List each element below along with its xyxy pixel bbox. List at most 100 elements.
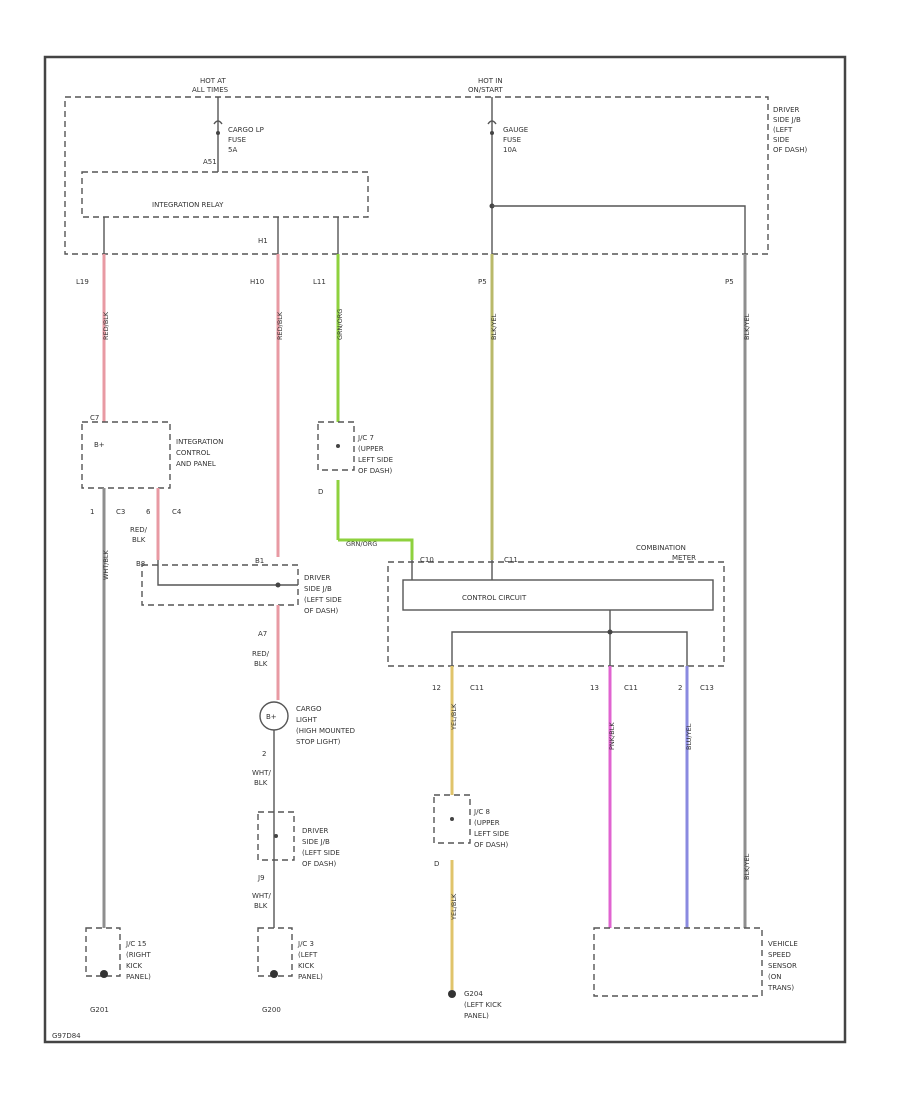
vss-3: SENSOR [768, 962, 797, 970]
hot-in-on-start-1: HOT IN [478, 77, 503, 85]
cargo-fuse-1: CARGO LP [228, 126, 264, 134]
meter-pin-12: 12 [432, 684, 441, 692]
wire-label-5: BLK/YEL [743, 313, 751, 340]
cargo-fuse-dot-icon [216, 131, 220, 135]
wire-label-12: YEL/BLK [450, 893, 458, 921]
gauge-fuse-1: GAUGE [503, 126, 528, 134]
red-blk-a-2: BLK [132, 536, 146, 544]
combination-meter-box [387, 561, 725, 667]
driver-jb-mid-2: SIDE J/B [304, 585, 332, 593]
driver-jb-top-4: SIDE [773, 136, 789, 144]
jc8-2: (UPPER [474, 819, 500, 827]
wire-label-1: RED/BLK [102, 311, 110, 340]
jc3-4: PANEL) [298, 973, 323, 981]
vss-4: (ON [768, 973, 781, 981]
g200-label: G200 [262, 1006, 281, 1014]
jc8-1: J/C 8 [473, 808, 490, 816]
driver-jb-mid-box [141, 564, 299, 606]
pin-l19: L19 [76, 278, 89, 286]
gauge-fuse-3: 10A [503, 146, 517, 154]
integration-panel-3: AND PANEL [176, 460, 216, 468]
driver-jb-top-3: (LEFT [773, 126, 793, 134]
footer-code: G97D84 [52, 1032, 81, 1040]
jc3-box [257, 927, 293, 977]
driver-jb-mid-1: DRIVER [304, 574, 331, 582]
driver-jb-top-box [64, 96, 769, 255]
pin-c11: C11 [504, 556, 518, 564]
gauge-fuse-icon [487, 120, 497, 125]
meter-internal-bus [451, 631, 688, 666]
meter-pin-2: 2 [678, 684, 682, 692]
vss-2: SPEED [768, 951, 791, 959]
jc7-2: (UPPER [358, 445, 384, 453]
jb-bottom-4: OF DASH) [302, 860, 337, 868]
panel-pin-c4: C4 [172, 508, 182, 516]
meter-splice-icon [607, 629, 613, 635]
gauge-fuse-dot-icon [490, 131, 494, 135]
hot-at-all-times-1: HOT AT [200, 77, 227, 85]
jc7-4: OF DASH) [358, 467, 393, 475]
gauge-fuse-2: FUSE [503, 136, 521, 144]
p5-branch-line [492, 205, 746, 254]
outer-frame [43, 55, 847, 1044]
jb-bottom-box [257, 811, 295, 861]
jc15-2: (RIGHT [126, 951, 151, 959]
ground-g200-icon [270, 970, 278, 978]
vss-box [593, 927, 763, 997]
jc15-box [85, 927, 121, 977]
pin-a7: A7 [258, 630, 267, 638]
wht-blk-a-2: BLK [254, 779, 268, 787]
wire-label-4: BLK/YEL [490, 313, 498, 340]
control-circuit-label: CONTROL CIRCUIT [462, 594, 527, 602]
panel-pin-1: 1 [90, 508, 94, 516]
wire-label-6: GRN/ORG [346, 540, 377, 548]
jc3-2: (LEFT [298, 951, 318, 959]
jb-bottom-3: (LEFT SIDE [302, 849, 340, 857]
cargo-fuse-3: 5A [228, 146, 237, 154]
driver-jb-top-1: DRIVER [773, 106, 800, 114]
wire-grn-org-3 [338, 538, 414, 560]
wire-label-10: BLU/YEL [685, 723, 693, 750]
jc7-3: LEFT SIDE [358, 456, 393, 464]
cargo-fuse-2: FUSE [228, 136, 246, 144]
cargo-light-2: LIGHT [296, 716, 318, 724]
pin-b1: B1 [255, 557, 264, 565]
jb-bottom-1: DRIVER [302, 827, 329, 835]
jc3-1: J/C 3 [297, 940, 314, 948]
pin-d1: D [318, 488, 323, 496]
pin-b8: B8 [136, 560, 145, 568]
wire-label-2: RED/BLK [276, 311, 284, 340]
pin-l11: L11 [313, 278, 326, 286]
pin-c7: C7 [90, 414, 99, 422]
pin-p5a: P5 [478, 278, 487, 286]
panel-pin-6: 6 [146, 508, 151, 516]
control-circuit-box [402, 579, 714, 611]
jc15-3: KICK [126, 962, 143, 970]
jc7-1: J/C 7 [357, 434, 374, 442]
ground-g204-icon [448, 990, 456, 998]
combination-meter-2: METER [672, 554, 696, 562]
jc3-3: KICK [298, 962, 315, 970]
driver-jb-mid-4: OF DASH) [304, 607, 339, 615]
g204-1: G204 [464, 990, 483, 998]
cargo-light-4: STOP LIGHT) [296, 738, 341, 746]
integration-panel-2: CONTROL [176, 449, 210, 457]
pin-a51: A51 [203, 158, 217, 166]
jb-bottom-2: SIDE J/B [302, 838, 330, 846]
jb-mid-splice-icon [275, 582, 281, 588]
hot-in-on-start-2: ON/START [468, 86, 503, 94]
meter-pin-13: 13 [590, 684, 599, 692]
driver-jb-mid-3: (LEFT SIDE [304, 596, 342, 604]
g204-3: PANEL) [464, 1012, 489, 1020]
meter-pin-c11b: C11 [624, 684, 638, 692]
cargo-light-1: CARGO [296, 705, 322, 713]
g204-2: (LEFT KICK [464, 1001, 502, 1009]
g201-label: G201 [90, 1006, 109, 1014]
pin-c10: C10 [420, 556, 434, 564]
wht-blk-b-1: WHT/ [252, 892, 271, 900]
integration-relay-label: INTEGRATION RELAY [152, 201, 224, 209]
jc8-dot-icon [450, 817, 454, 821]
meter-pin-c13: C13 [700, 684, 714, 692]
pin-h1: H1 [258, 237, 268, 245]
